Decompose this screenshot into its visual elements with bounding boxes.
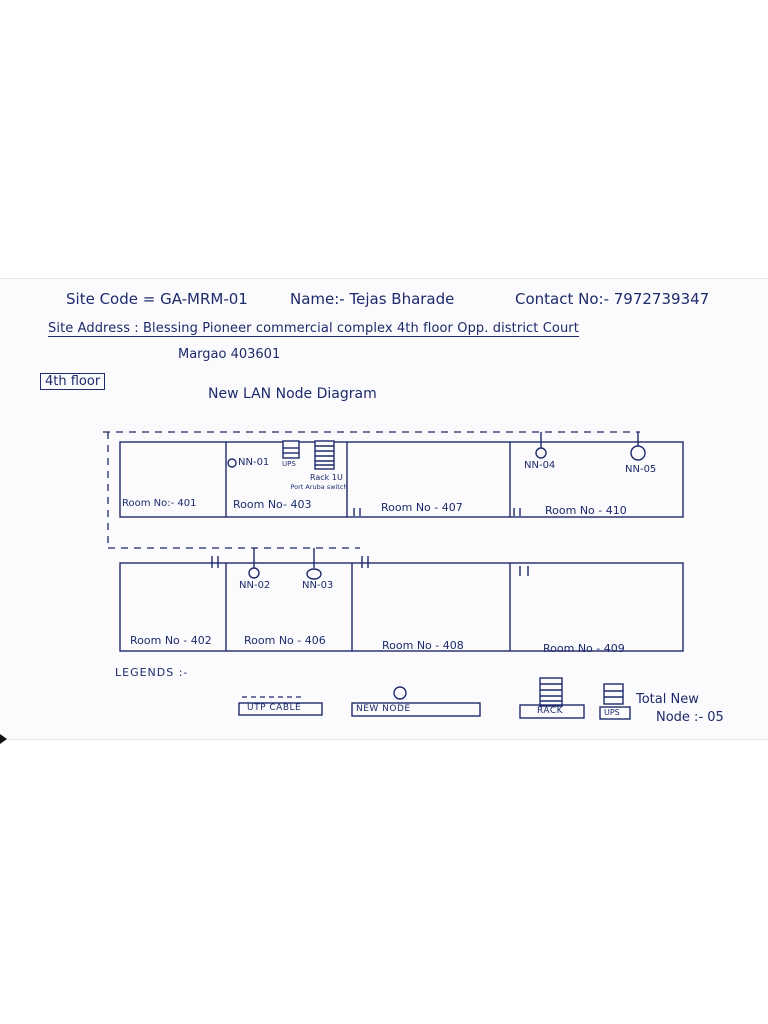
diagram-sheet [0,278,768,740]
room-402-label: Room No - 402 [130,634,212,647]
node-nn-05-icon [630,445,646,461]
node-nn-03-icon [306,568,322,580]
node-nn-01-label: NN-01 [238,457,270,468]
floor-label: 4th floor [40,373,106,390]
room-410-label: Room No - 410 [545,504,627,517]
contact-number: Contact No:- 7972739347 [515,290,710,308]
engineer-name: Name:- Tejas Bharade [290,290,455,308]
legend-node-label: NEW NODE [356,704,411,714]
room-408-label: Room No - 408 [382,639,464,652]
total-nodes-line2: Node :- 05 [656,710,724,725]
node-nn-04-icon [535,447,547,459]
room-block-top [119,441,684,518]
room-401-label: Room No:- 401 [122,498,197,509]
site-code: Site Code = GA-MRM-01 [66,290,248,308]
page-corner-mark [0,734,7,744]
room-block-bottom [119,562,684,652]
room-403-label: Room No- 403 [233,498,312,511]
switch-label: Port Aruba switch [290,483,348,491]
legends-heading: LEGENDS :- [115,666,189,679]
legend-rack-label: RACK [537,706,564,716]
node-nn-05-label: NN-05 [625,464,657,475]
ups-tag: UPS [282,460,296,468]
legend-utp-box [238,702,323,716]
legend-ups-label: UPS [604,708,620,717]
site-address-line2: Margao 403601 [178,347,281,362]
total-nodes-line1: Total New [636,692,699,707]
ups-icon [282,440,300,459]
site-address: Site Address : Blessing Pioneer commerci… [48,321,579,337]
node-nn-04-label: NN-04 [524,460,556,471]
diagram-title: New LAN Node Diagram [208,386,377,402]
legend-rack-box [519,704,585,719]
legend-utp-label: UTP CABLE [247,703,302,713]
rack-icon [314,440,335,470]
node-nn-01-icon [227,458,237,468]
room-406-label: Room No - 406 [244,634,326,647]
legend-node-box [351,702,481,717]
legend-ups-box [599,706,631,720]
rack-label: Rack 1U [310,473,343,482]
room-409-label: Room No - 409 [543,642,625,655]
legend-rack-icon [539,677,563,707]
node-nn-02-icon [248,567,260,579]
room-407-label: Room No - 407 [381,501,463,514]
legend-node-icon [393,686,407,700]
legend-ups-icon [603,683,624,705]
node-nn-03-label: NN-03 [302,580,334,591]
node-nn-02-label: NN-02 [239,580,271,591]
